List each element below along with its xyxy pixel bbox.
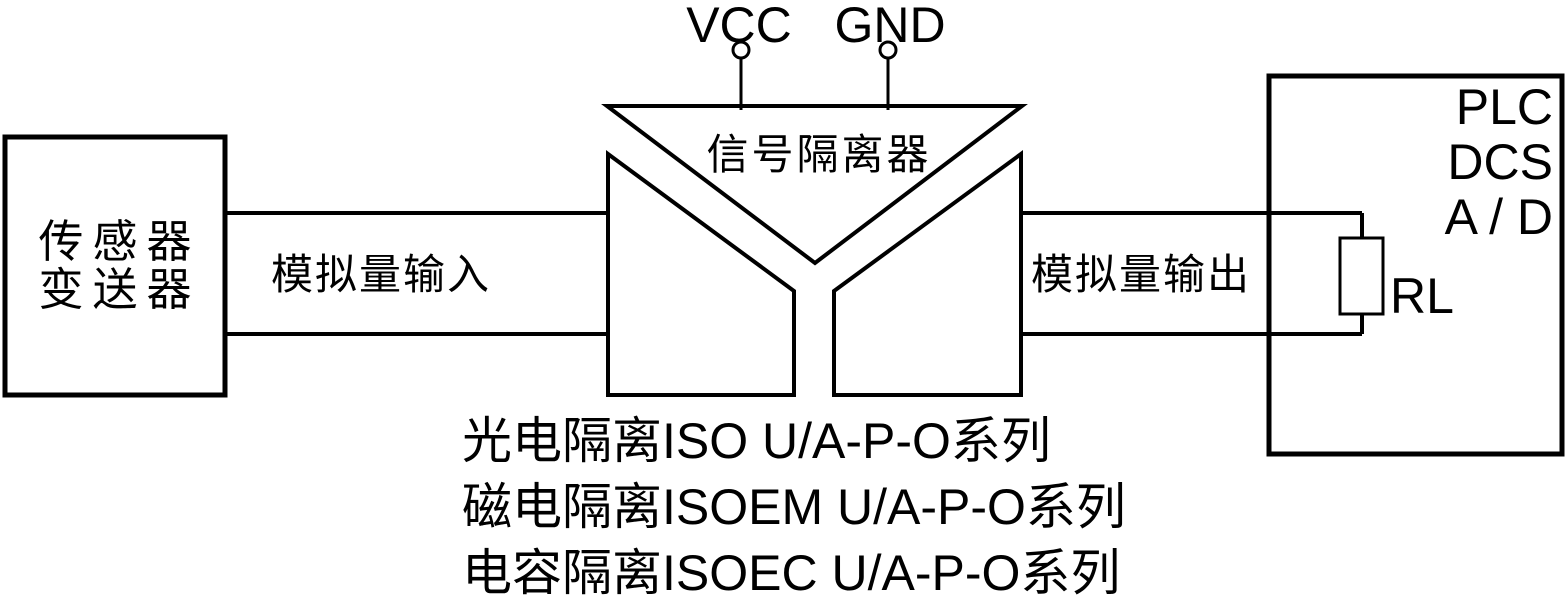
vcc-terminal-icon xyxy=(731,40,751,60)
sensor-box-line2: 变送器 xyxy=(38,264,201,315)
analog-output-label: 模拟量输出 xyxy=(1031,251,1252,298)
series-list: 光电隔离ISO U/A-P-O系列 磁电隔离ISOEM U/A-P-O系列 电容… xyxy=(462,408,1126,599)
series-line-capacitive: 电容隔离ISOEC U/A-P-O系列 xyxy=(462,545,1121,599)
isolator-triangle-shape xyxy=(601,104,1028,266)
receiver-box-label: PLC DCS A / D xyxy=(1445,80,1553,245)
receiver-line-plc: PLC xyxy=(1455,79,1553,135)
sensor-box-outline xyxy=(2,134,228,398)
isolator-title: 信号隔离器 xyxy=(706,131,932,178)
analog-input-label: 模拟量输入 xyxy=(271,251,492,298)
receiver-box-outline xyxy=(1266,73,1565,457)
sensor-box-label: 传感器 变送器 xyxy=(5,137,225,395)
vcc-label: VCC xyxy=(686,0,792,53)
isolator-right-leg-shape xyxy=(832,150,1023,397)
sensor-box-line1: 传感器 xyxy=(38,216,201,267)
series-line-optical: 光电隔离ISO U/A-P-O系列 xyxy=(462,413,1051,469)
gnd-terminal-icon xyxy=(878,40,898,60)
series-line-magnetic: 磁电隔离ISOEM U/A-P-O系列 xyxy=(462,479,1126,535)
receiver-line-dcs: DCS xyxy=(1447,134,1553,190)
load-resistor-icon xyxy=(1338,236,1385,316)
load-resistor-label: RL xyxy=(1390,268,1454,324)
isolator-left-leg-shape xyxy=(606,150,796,397)
gnd-label: GND xyxy=(834,0,946,53)
receiver-line-ad: A / D xyxy=(1444,189,1553,245)
